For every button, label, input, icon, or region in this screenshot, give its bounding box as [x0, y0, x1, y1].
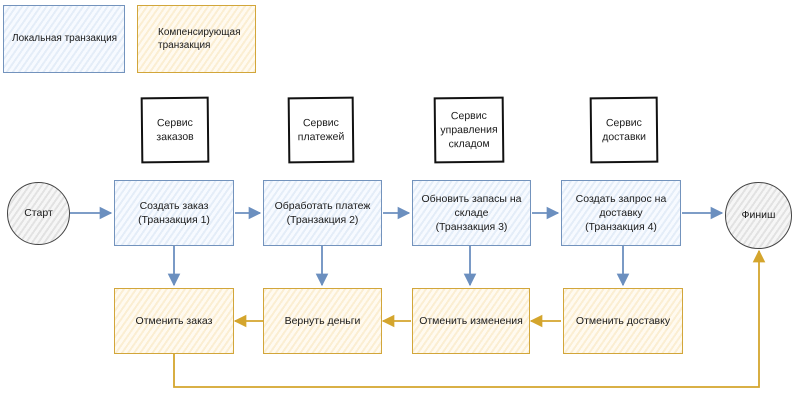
transaction-2: Обработать платеж (Транзакция 2) — [263, 180, 382, 246]
finish-node: Финиш — [725, 182, 792, 249]
service-warehouse: Сервис управления складом — [433, 96, 505, 164]
compensation-2: Вернуть деньги — [263, 288, 382, 354]
service-payments-label: Сервис платежей — [297, 116, 345, 144]
service-delivery: Сервис доставки — [589, 96, 659, 164]
transaction-3-label: Обновить запасы на складе (Транзакция 3) — [421, 192, 522, 234]
compensation-1: Отменить заказ — [114, 288, 234, 354]
compensation-3-label: Отменить изменения — [419, 314, 523, 327]
transaction-1: Создать заказ (Транзакция 1) — [114, 180, 234, 246]
finish-label: Финиш — [741, 209, 776, 222]
transaction-2-label: Обработать платеж (Транзакция 2) — [274, 199, 371, 226]
legend-compensating: Компенсирующая транзакция — [137, 5, 256, 73]
compensation-3: Отменить изменения — [412, 288, 530, 354]
legend-local: Локальная транзакция — [3, 5, 125, 73]
compensation-1-label: Отменить заказ — [135, 314, 213, 327]
transaction-3: Обновить запасы на складе (Транзакция 3) — [412, 180, 531, 246]
service-delivery-label: Сервис доставки — [602, 116, 647, 144]
service-warehouse-label: Сервис управления складом — [440, 109, 498, 151]
transaction-1-label: Создать заказ (Транзакция 1) — [138, 199, 210, 226]
compensation-4: Отменить доставку — [563, 288, 683, 354]
transaction-4: Создать запрос на доставку (Транзакция 4… — [561, 180, 681, 246]
service-orders: Сервис заказов — [140, 96, 210, 164]
compensation-2-label: Вернуть деньги — [284, 314, 361, 327]
legend-local-label: Локальная транзакция — [12, 33, 118, 45]
legend-compensating-label: Компенсирующая транзакция — [158, 26, 241, 52]
transaction-4-label: Создать запрос на доставку (Транзакция 4… — [575, 192, 667, 234]
start-label: Старт — [24, 207, 53, 220]
service-orders-label: Сервис заказов — [156, 116, 194, 144]
arrow-c1-to-finish — [173, 249, 766, 388]
start-node: Старт — [7, 182, 70, 245]
compensation-4-label: Отменить доставку — [575, 314, 671, 327]
service-payments: Сервис платежей — [287, 96, 355, 164]
